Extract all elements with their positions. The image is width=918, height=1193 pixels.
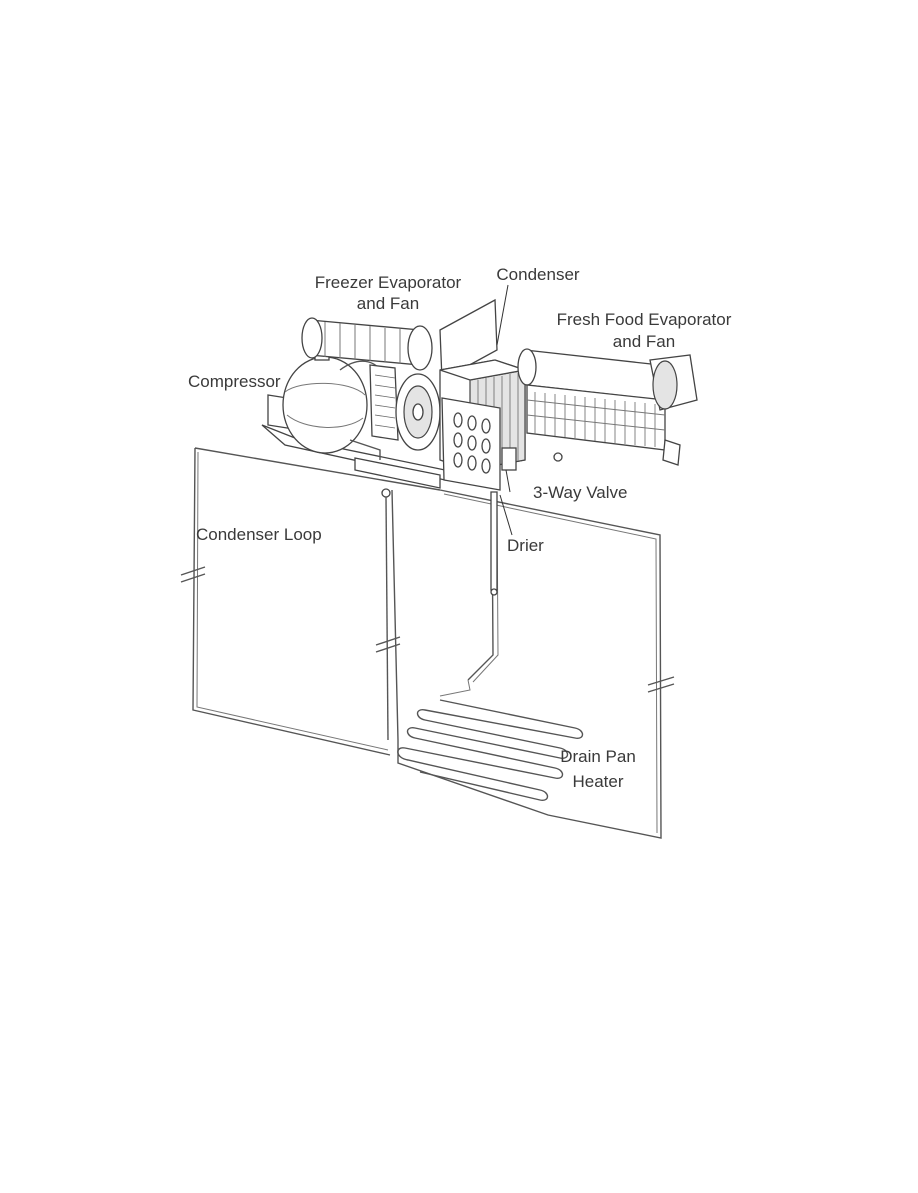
freezer-fan <box>395 373 441 451</box>
condenser <box>439 359 526 491</box>
drier-label: Drier <box>507 536 544 555</box>
leader-lines <box>496 284 513 536</box>
freezer-evaporator <box>301 317 433 441</box>
fresh-food-evaporator-label-line2: and Fan <box>613 332 675 351</box>
fresh-food-evaporator-label-line1: Fresh Food Evaporator <box>557 310 732 329</box>
divider-panel <box>439 298 498 382</box>
fresh-food-evaporator <box>517 348 698 466</box>
drain-pan-loop <box>381 488 675 839</box>
condenser-coil-grid <box>441 397 501 491</box>
compressor <box>267 351 386 460</box>
condenser-loop-label: Condenser Loop <box>196 525 322 544</box>
drain-pan-heater-label-line2: Heater <box>572 772 623 791</box>
drain-pan-heater-label-line1: Drain Pan <box>560 747 636 766</box>
drain-pan-heater <box>397 499 584 801</box>
freezer-evaporator-label-line1: Freezer Evaporator <box>315 273 462 292</box>
condenser-loop <box>180 447 441 756</box>
drier <box>490 491 498 596</box>
condenser-label: Condenser <box>496 265 580 284</box>
three-way-valve <box>501 447 517 471</box>
compressor-label: Compressor <box>188 372 281 391</box>
three-way-valve-label: 3-Way Valve <box>533 483 627 502</box>
freezer-evaporator-label-line2: and Fan <box>357 294 419 313</box>
